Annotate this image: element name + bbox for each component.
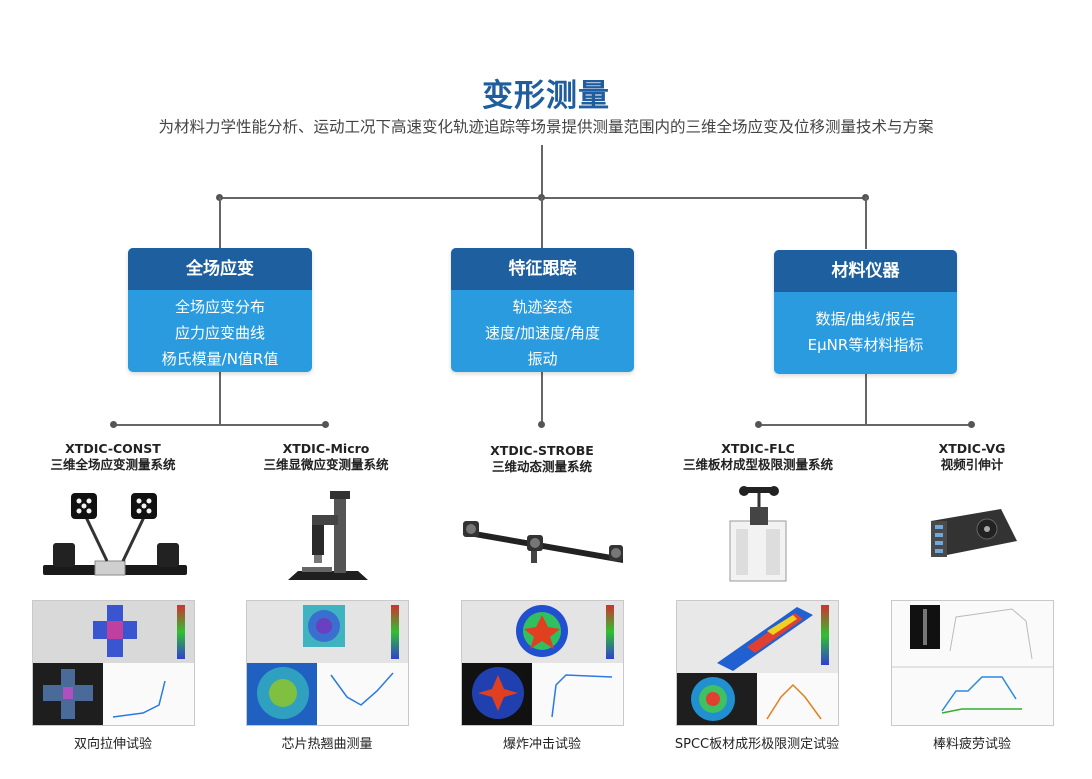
product-name: 三维动态测量系统 <box>491 459 592 474</box>
product-label: XTDIC-FLC 三维板材成型极限测量系统 <box>658 441 858 473</box>
strain-result-thumbnail <box>32 600 195 726</box>
card-item: 轨迹姿态 <box>512 298 573 316</box>
node-dot <box>538 421 545 428</box>
warpage-result-thumbnail <box>246 600 409 726</box>
branch-line <box>113 424 326 426</box>
product-name: 视频引伸计 <box>940 457 1004 472</box>
stereo-camera-rig-icon <box>43 493 187 576</box>
page-title: 变形测量 <box>482 78 610 114</box>
product-model: XTDIC-Micro <box>282 441 370 456</box>
product-label: XTDIC-STROBE 三维动态测量系统 <box>442 443 642 475</box>
category-card-feature-tracking: 特征跟踪 轨迹姿态 速度/加速度/角度 振动 <box>451 248 634 372</box>
product-name: 三维全场应变测量系统 <box>50 457 176 472</box>
application-caption: 芯片热翘曲测量 <box>281 737 373 752</box>
branch-line <box>758 424 971 426</box>
fatigue-result-thumbnail <box>891 600 1054 726</box>
product-label: XTDIC-CONST 三维全场应变测量系统 <box>13 441 213 473</box>
card-title: 特征跟踪 <box>451 248 634 290</box>
product-label: XTDIC-Micro 三维显微应变测量系统 <box>226 441 426 473</box>
drop-line <box>219 197 221 249</box>
application-caption: 爆炸冲击试验 <box>502 737 581 752</box>
product-name: 三维显微应变测量系统 <box>263 457 389 472</box>
product-name: 三维板材成型极限测量系统 <box>682 457 833 472</box>
category-card-material-instrument: 材料仪器 数据/曲线/报告 EμNR等材料指标 <box>774 250 957 374</box>
product-model: XTDIC-CONST <box>65 441 161 456</box>
category-card-full-field-strain: 全场应变 全场应变分布 应力应变曲线 杨氏模量/N值R值 <box>128 248 312 372</box>
application-caption: 双向拉伸试验 <box>73 737 152 752</box>
node-dot <box>755 421 762 428</box>
drop-line <box>219 372 221 425</box>
page-subtitle: 为材料力学性能分析、运动工况下高速变化轨迹追踪等场景提供测量范围内的三维全场应变… <box>158 118 934 136</box>
drop-line <box>541 372 543 425</box>
trunk-line <box>541 145 543 197</box>
product-model: XTDIC-FLC <box>721 441 795 456</box>
drop-line <box>865 374 867 425</box>
node-dot <box>322 421 329 428</box>
camera-beam-icon <box>463 521 623 563</box>
product-model: XTDIC-STROBE <box>490 443 594 458</box>
card-item: 振动 <box>527 350 558 368</box>
microscope-stand-icon <box>288 491 368 580</box>
application-caption: SPCC板材成形极限测定试验 <box>674 737 840 752</box>
product-label: XTDIC-VG 视频引伸计 <box>872 441 1072 473</box>
video-extensometer-icon <box>931 509 1017 557</box>
impact-result-thumbnail <box>461 600 624 726</box>
card-item: 全场应变分布 <box>174 298 265 316</box>
node-dot <box>968 421 975 428</box>
card-item: EμNR等材料指标 <box>807 336 924 354</box>
application-caption: 棒料疲劳试验 <box>932 737 1011 752</box>
forming-machine-icon <box>729 486 787 582</box>
drop-line <box>541 197 543 249</box>
card-item: 数据/曲线/报告 <box>815 310 916 328</box>
product-model: XTDIC-VG <box>938 441 1006 456</box>
forming-limit-result-thumbnail <box>676 600 839 726</box>
card-title: 全场应变 <box>128 248 312 290</box>
card-item: 速度/加速度/角度 <box>484 324 601 342</box>
card-item: 应力应变曲线 <box>174 324 265 342</box>
card-item: 杨氏模量/N值R值 <box>161 350 279 368</box>
card-title: 材料仪器 <box>774 250 957 292</box>
node-dot <box>110 421 117 428</box>
drop-line <box>865 197 867 249</box>
